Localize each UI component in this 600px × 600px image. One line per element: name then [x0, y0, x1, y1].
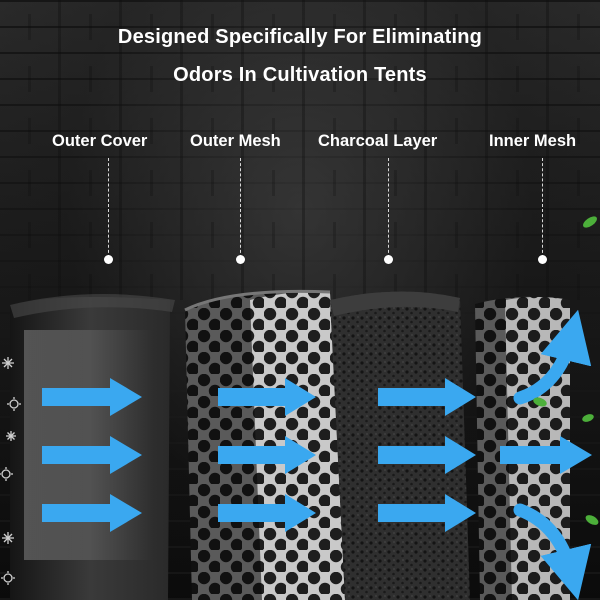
airflow-arrow-icon: [42, 436, 142, 474]
label-outer-cover: Outer Cover: [52, 132, 148, 150]
leader-line-charcoal-layer: [388, 158, 389, 258]
airflow-arrow-icon: [42, 378, 142, 416]
charcoal-layer: [330, 291, 470, 600]
airflow-curve-down-icon: [513, 503, 592, 600]
outer-mesh-layer: [184, 289, 345, 600]
marker-dot-outer-mesh: [236, 255, 245, 264]
snowflake-icon: [2, 532, 14, 544]
leaf-icons: [533, 216, 599, 525]
label-outer-mesh: Outer Mesh: [190, 132, 281, 150]
airflow-arrow-icon: [218, 494, 316, 532]
leader-line-outer-mesh: [240, 158, 241, 258]
leader-line-outer-cover: [108, 158, 109, 258]
airflow-arrow-icon: [378, 436, 476, 474]
airflow-arrows: [42, 378, 592, 532]
headline-line-2: Odors In Cultivation Tents: [173, 64, 427, 86]
gear-sun-icon: [1, 571, 15, 585]
snowflake-icon: [2, 357, 14, 369]
airflow-arrow-icon: [378, 378, 476, 416]
airflow-arrow-icon: [218, 436, 316, 474]
marker-dot-charcoal-layer: [384, 255, 393, 264]
label-charcoal-layer: Charcoal Layer: [318, 132, 438, 150]
airflow-arrow-icon: [378, 494, 476, 532]
leaf-icon: [582, 414, 594, 422]
leaf-icon: [585, 515, 599, 525]
airflow-curved-arrows: [513, 309, 592, 600]
gear-sun-icon: [7, 397, 21, 411]
label-inner-mesh: Inner Mesh: [489, 132, 577, 150]
gear-sun-icon: [0, 467, 13, 481]
cold-air-icons: [0, 357, 21, 585]
leader-line-inner-mesh: [542, 158, 543, 258]
marker-dot-outer-cover: [104, 255, 113, 264]
airflow-curve-up-icon: [513, 309, 592, 405]
brick-wall-texture: [0, 0, 600, 300]
snowflake-icon: [6, 431, 16, 441]
airflow-arrow-icon: [42, 494, 142, 532]
airflow-arrow-icon: [218, 378, 316, 416]
leaf-icon: [583, 216, 597, 228]
headline-line-1: Designed Specifically For Eliminating: [117, 26, 483, 48]
marker-dot-inner-mesh: [538, 255, 547, 264]
leaf-icon: [533, 397, 547, 407]
brick-wall-background: [0, 0, 600, 300]
airflow-arrow-icon: [500, 436, 592, 474]
